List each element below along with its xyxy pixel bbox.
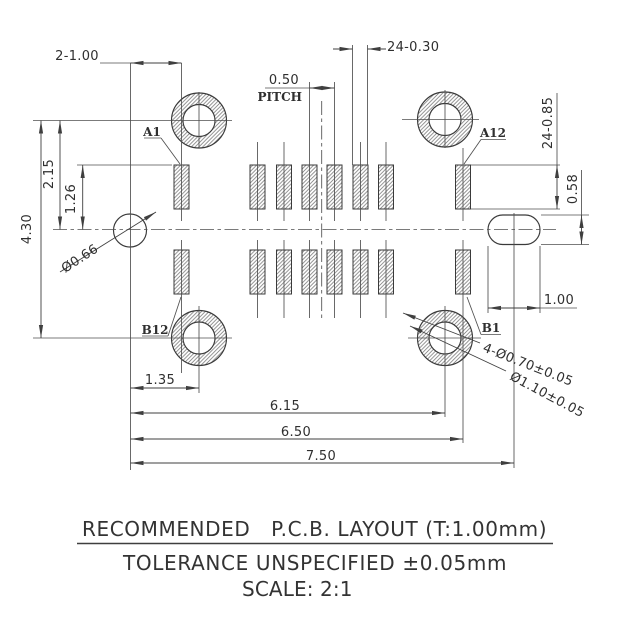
centerlines	[53, 101, 556, 318]
leader-a1	[160, 137, 181, 165]
dim-hole-row-offset: 2.15	[42, 159, 57, 189]
pin-label-b1: B1	[482, 321, 501, 335]
tolerance-note: TOLERANCE UNSPECIFIED ±0.05mm	[122, 551, 507, 575]
dim-pitch-value: 0.50	[269, 73, 299, 88]
leader-b12	[167, 296, 182, 337]
leader-index-hole	[59, 211, 157, 273]
dim-span-to-slot: 7.50	[306, 449, 336, 464]
pin-label-a12: A12	[479, 126, 506, 140]
solder-pads-bottom-row	[173, 249, 471, 295]
pin-label-b12: B12	[142, 323, 169, 337]
dim-pad-width: 24-0.30	[387, 40, 439, 55]
leader-mount-pad-dia	[409, 325, 507, 372]
pin-label-a1: A1	[142, 125, 161, 139]
scale-note: SCALE: 2:1	[242, 577, 353, 601]
leader-a12	[463, 139, 482, 165]
dim-slot-height: 0.58	[566, 174, 581, 204]
dim-index-hole-dia: Ø0.66	[59, 242, 101, 277]
dim-corner-pad-offset: 2-1.00	[55, 49, 99, 64]
dim-pad-row-half-height: 1.26	[64, 184, 79, 214]
pin-labels: A1 A12 B12 B1	[142, 125, 506, 337]
leader-mount-hole-dia	[402, 312, 481, 344]
dim-pitch-word: PITCH	[258, 90, 302, 104]
index-hole	[112, 213, 148, 248]
dim-span-to-pad: 6.50	[281, 425, 311, 440]
dim-span-hole-to-hole: 6.15	[270, 399, 300, 414]
dim-hole-row-span: 4.30	[20, 214, 35, 244]
title-block: RECOMMENDED P.C.B. LAYOUT (T:1.00mm) TOL…	[77, 517, 553, 601]
dimension-lines	[38, 46, 584, 466]
leader-lines	[59, 137, 507, 372]
solder-pads-top-row	[173, 164, 471, 210]
dim-hole-x-offset: 1.35	[145, 373, 175, 388]
leader-b1	[466, 296, 482, 335]
dim-pad-length: 24-0.85	[541, 97, 556, 149]
extension-lines	[33, 45, 589, 470]
drawing-title: RECOMMENDED P.C.B. LAYOUT (T:1.00mm)	[82, 517, 547, 541]
dim-slot-width: 1.00	[544, 293, 574, 308]
